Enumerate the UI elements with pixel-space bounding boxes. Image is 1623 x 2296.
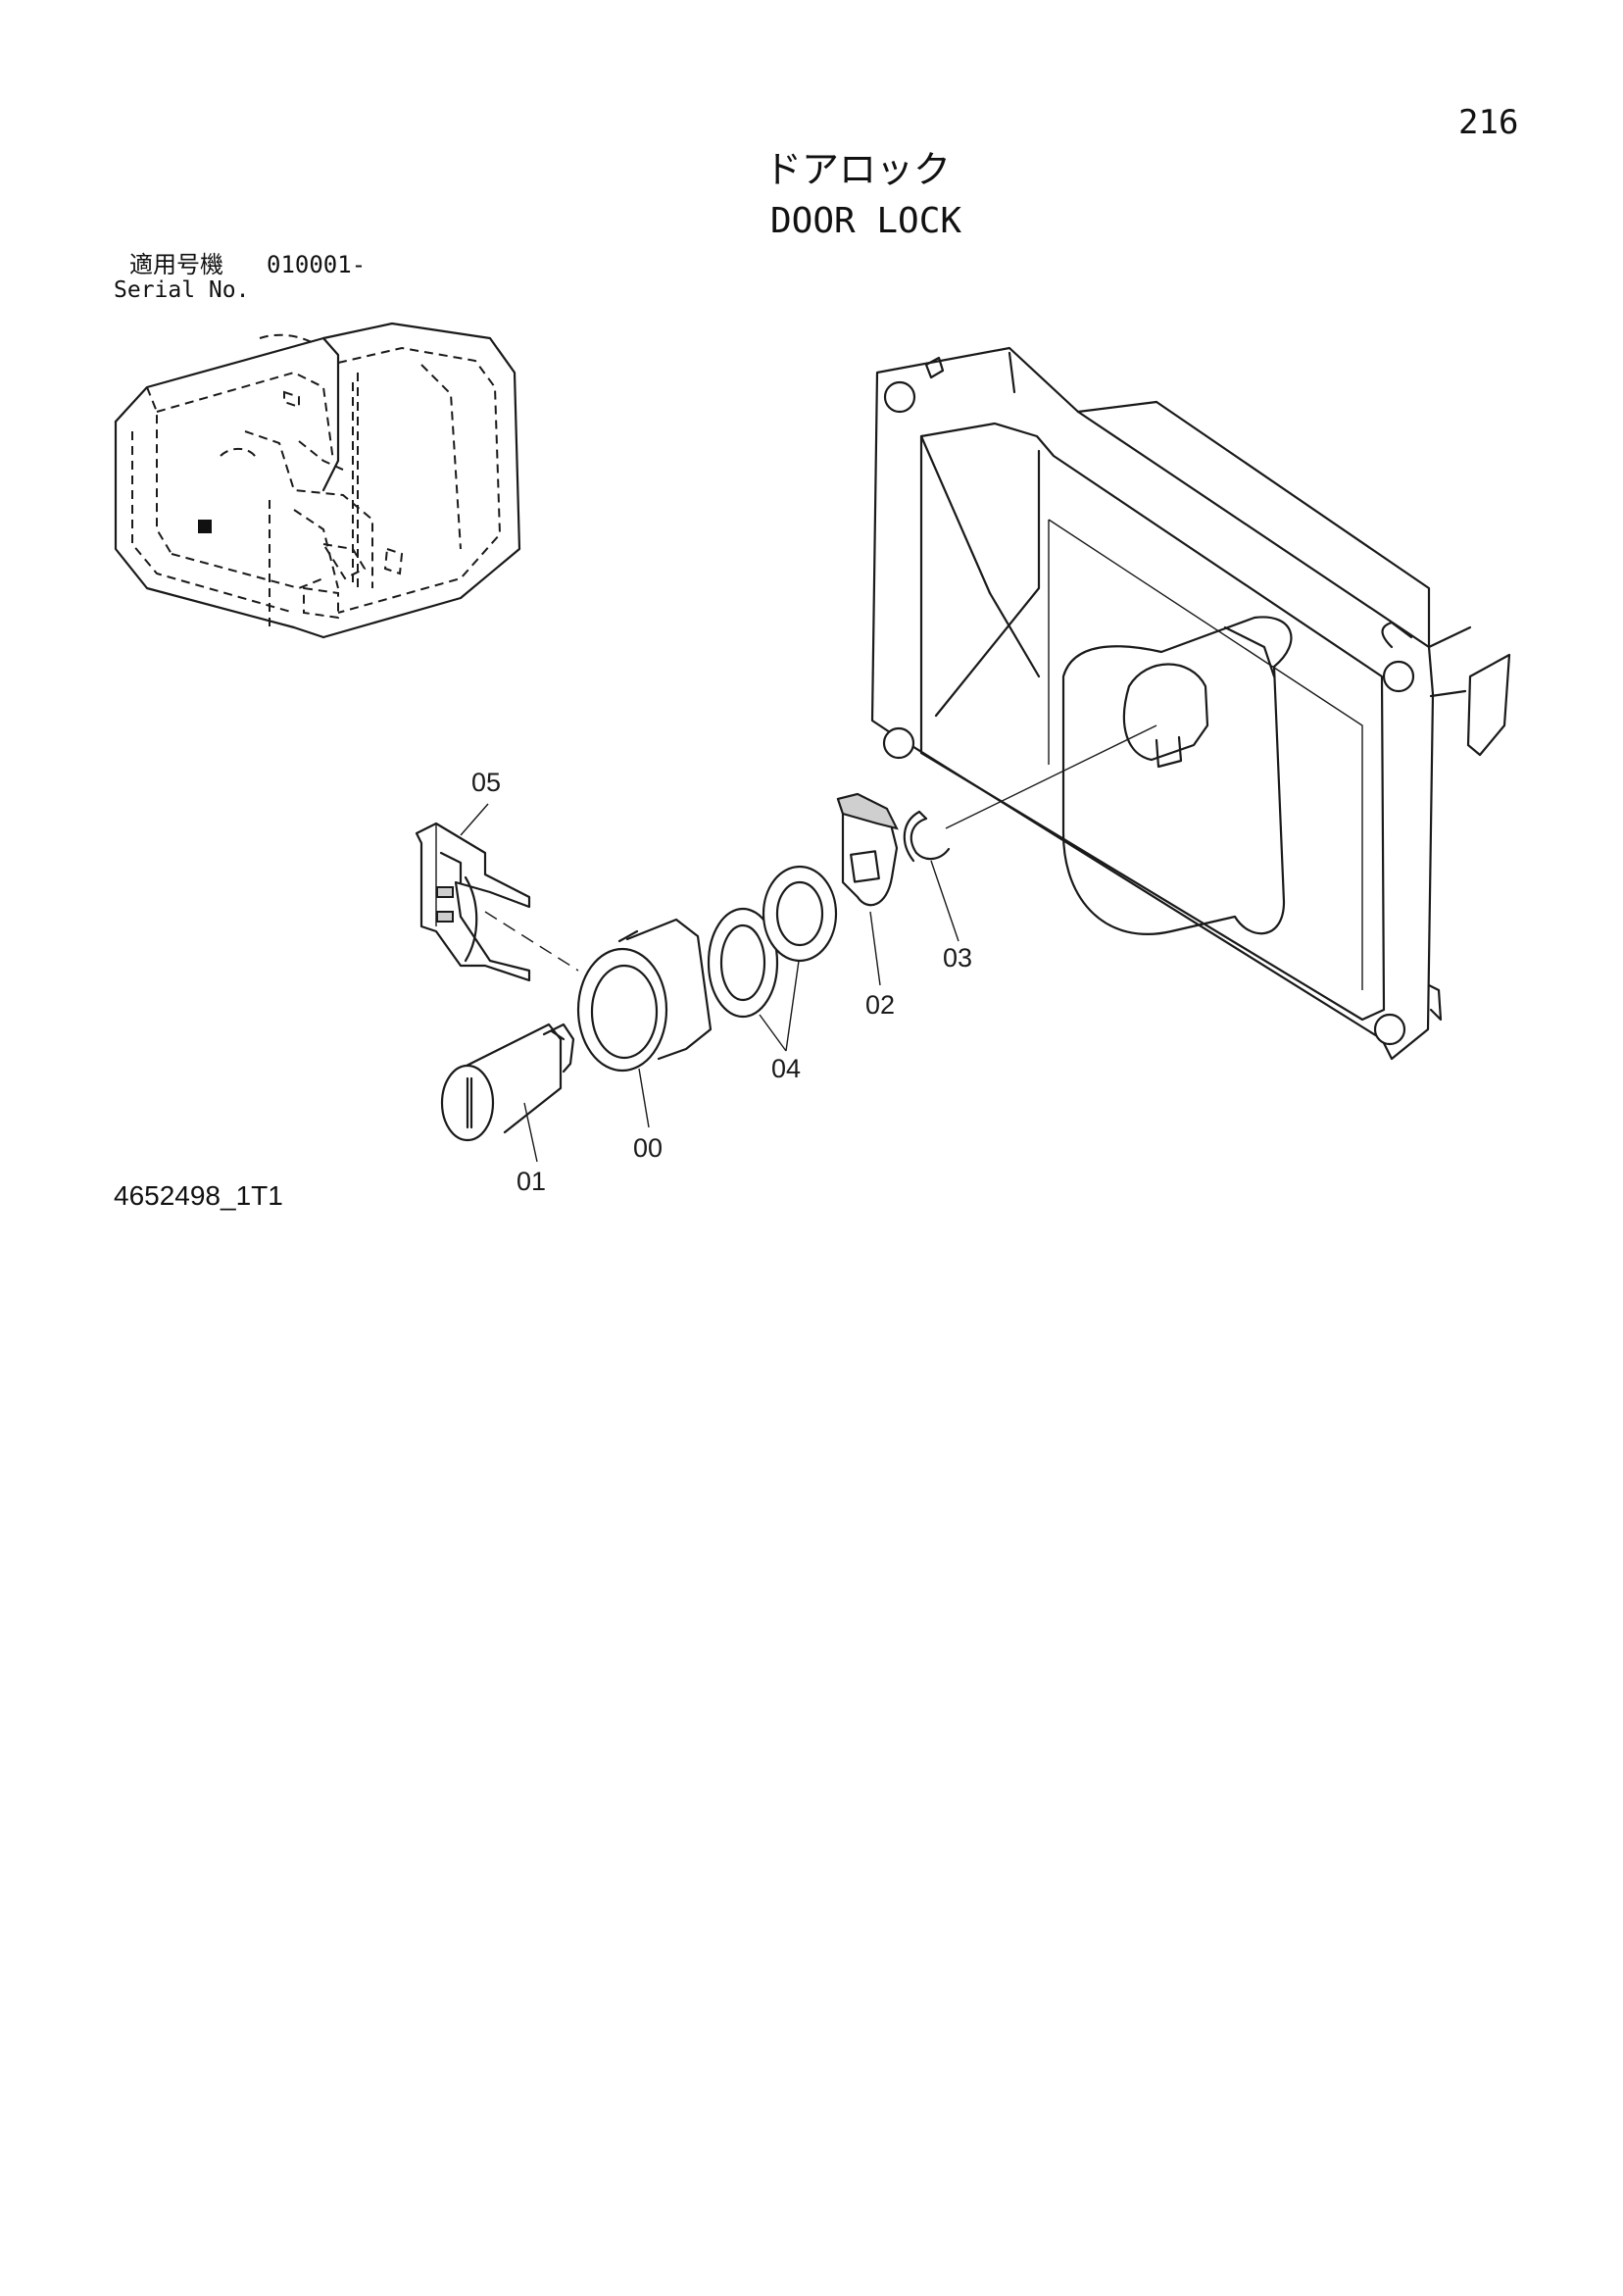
callout-00: 00 [633, 1133, 663, 1163]
part-05-clip [415, 822, 531, 982]
callout-02: 02 [865, 990, 895, 1020]
part-04-washers [707, 865, 838, 1019]
assembly-center-line [945, 724, 1157, 829]
clip-alignment-line [484, 911, 579, 972]
callout-04: 04 [771, 1054, 801, 1083]
callout-05: 05 [471, 768, 501, 797]
serial-number-value: 010001- [267, 251, 367, 278]
lock-housing-bracket [870, 346, 1511, 1061]
page-title-japanese: ドアロック [764, 148, 952, 191]
location-marker-icon [198, 520, 212, 533]
part-00-lock-body [576, 918, 713, 1073]
serial-label-japanese: 適用号機 [129, 251, 223, 278]
part-03-e-ring [903, 810, 951, 863]
leader-lines [460, 803, 959, 1163]
drawing-id: 4652498_1T1 [114, 1180, 283, 1211]
callout-01: 01 [516, 1167, 546, 1196]
part-02-cam-plate [836, 792, 899, 907]
machine-overview-illustration [114, 322, 521, 639]
callout-03: 03 [943, 943, 972, 973]
part-01-key-cylinder [440, 1023, 575, 1142]
page-number: 216 [1458, 103, 1519, 142]
serial-label-english: Serial No. [114, 277, 250, 303]
page-title-english: DOOR LOCK [770, 201, 962, 241]
